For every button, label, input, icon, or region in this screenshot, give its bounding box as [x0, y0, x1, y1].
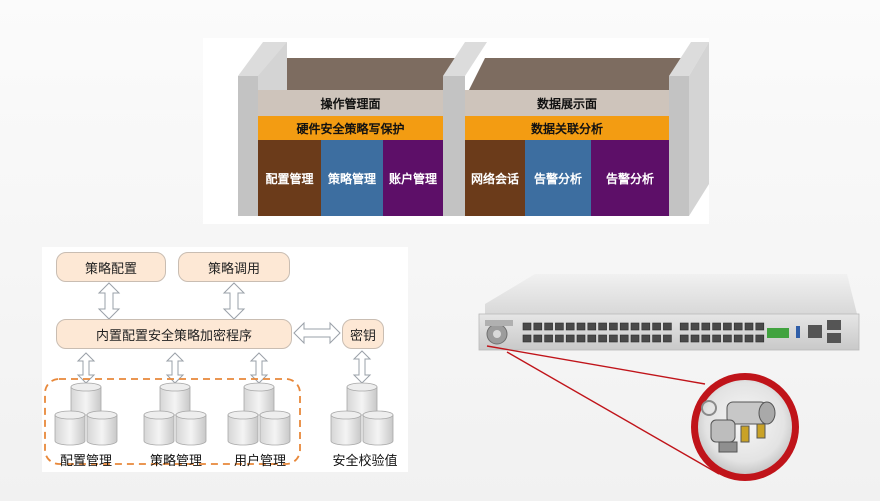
operation-plane-label: 操作管理面	[320, 96, 381, 111]
store-caption-user: 用户管理	[233, 454, 286, 469]
data-correlation-bar: 数据关联分析	[465, 116, 669, 140]
architecture-diagram: 操作管理面 硬件安全策略写保护 配置管理 策略管理 账户管理 数据展示面 数据关…	[203, 38, 709, 224]
alert-analysis-label-2: 告警分析	[605, 171, 654, 186]
config-mgmt-cell: 配置管理	[258, 140, 321, 216]
key-box: 密钥	[342, 319, 384, 349]
account-mgmt-label: 账户管理	[388, 171, 437, 186]
network-session-label: 网络会话	[470, 171, 519, 186]
diagram-frame	[238, 42, 709, 216]
policy-mgmt-label: 策略管理	[327, 171, 376, 186]
policy-flow-diagram: 策略配置 策略调用 内置配置安全策略加密程序 密钥 配置管理 策略管理 用户管理…	[42, 247, 408, 472]
policy-config-box: 策略配置	[56, 252, 166, 282]
alert-analysis-cell-1: 告警分析	[525, 140, 591, 216]
store-caption-policy: 策略管理	[149, 454, 202, 469]
flow-connectors	[44, 282, 394, 465]
key-label: 密钥	[349, 328, 376, 344]
firewall-device-photo	[478, 274, 860, 481]
encryption-program-box: 内置配置安全策略加密程序	[56, 319, 292, 349]
alert-analysis-label-1: 告警分析	[533, 171, 582, 186]
data-correlation-label: 数据关联分析	[530, 121, 603, 136]
data-display-plane-label: 数据展示面	[536, 96, 597, 111]
policy-call-box: 策略调用	[178, 252, 290, 282]
data-display-plane-bar: 数据展示面	[465, 90, 669, 116]
write-protection-bar: 硬件安全策略写保护	[258, 116, 443, 140]
policy-mgmt-cell: 策略管理	[321, 140, 383, 216]
store-caption-config: 配置管理	[59, 454, 112, 469]
write-protection-label: 硬件安全策略写保护	[296, 121, 405, 136]
network-session-cell: 网络会话	[465, 140, 525, 216]
policy-config-label: 策略配置	[84, 261, 137, 277]
encryption-program-label: 内置配置安全策略加密程序	[95, 328, 252, 344]
account-mgmt-cell: 账户管理	[383, 140, 443, 216]
operation-plane-bar: 操作管理面	[258, 90, 443, 116]
config-mgmt-label: 配置管理	[265, 171, 314, 186]
checksum-caption: 安全校验值	[332, 454, 398, 469]
policy-call-label: 策略调用	[207, 261, 260, 277]
alert-analysis-cell-2: 告警分析	[591, 140, 669, 216]
